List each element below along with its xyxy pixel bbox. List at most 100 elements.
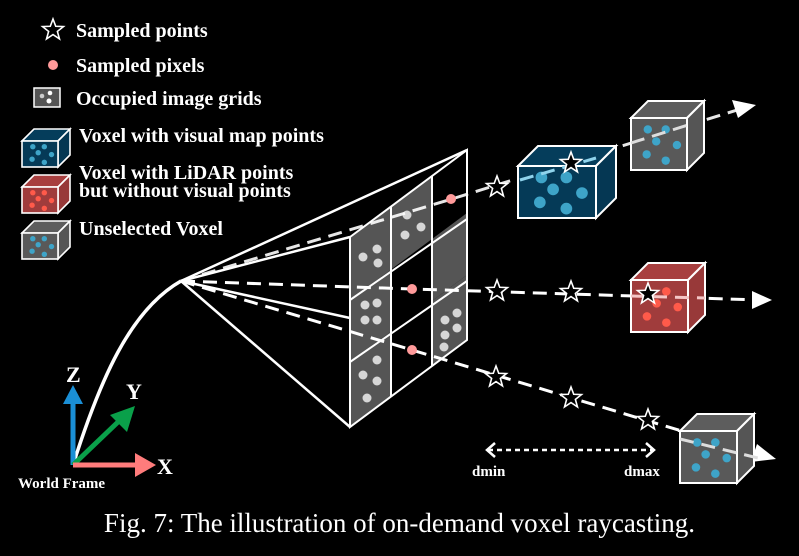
- grid-feature-point: [440, 315, 450, 325]
- grid-feature-point: [358, 370, 368, 380]
- voxel-point: [643, 125, 652, 134]
- sampled-point-star-icon: [484, 277, 510, 302]
- image-plane: [349, 148, 468, 429]
- z-axis-arrow-icon: [63, 385, 83, 404]
- voxel-point: [547, 183, 559, 196]
- camera-frustum: [180, 148, 468, 428]
- voxel-point: [691, 463, 701, 472]
- sampled-point-star-icon: [558, 149, 584, 174]
- legend-item-sampled-pixels: Sampled pixels: [48, 55, 205, 77]
- sampled-point-star-icon: [484, 173, 510, 198]
- voxel-point: [41, 205, 48, 212]
- camera-trajectory: [71, 279, 182, 466]
- voxel-point: [48, 197, 55, 204]
- grid-feature-point: [440, 330, 450, 340]
- sampled-point-star-icon: [483, 363, 509, 388]
- gray-voxel-icon: [20, 219, 72, 261]
- sampled-point-star-icon: [558, 384, 584, 409]
- voxel-point: [30, 190, 36, 196]
- grid-feature-point: [360, 315, 370, 325]
- voxel-point: [30, 144, 36, 150]
- voxel-point: [29, 202, 35, 208]
- grid-feature-point: [416, 222, 426, 232]
- voxel-point: [722, 453, 732, 463]
- legend-label: Occupied image grids: [76, 88, 262, 110]
- range-indicator: dmin dmax: [472, 442, 660, 480]
- voxel-point: [41, 144, 48, 150]
- blue-voxel-icon: [20, 127, 72, 169]
- sampled-points: [483, 149, 661, 431]
- occupied-image-grid: [432, 275, 467, 367]
- world-frame: Z Y X World Frame: [18, 362, 173, 492]
- legend: Sampled points Sampled pixels Occupied i…: [20, 16, 324, 261]
- occupied-image-grid: [432, 213, 467, 302]
- grid-feature-point: [372, 315, 382, 325]
- legend-item-sampled-points: Sampled points: [40, 16, 208, 42]
- voxel-point: [35, 196, 41, 202]
- legend-label: Voxel with visual map points: [79, 125, 324, 147]
- gray-voxel-bottom: [677, 411, 757, 486]
- voxel-point: [29, 248, 35, 254]
- legend-label: Voxel with LiDAR points: [79, 162, 294, 184]
- gray-voxel-top: [628, 98, 707, 173]
- y-axis-arrow-icon: [110, 406, 135, 432]
- legend-label: Sampled pixels: [76, 55, 205, 77]
- voxel-point: [711, 438, 720, 447]
- y-axis-label: Y: [126, 379, 142, 404]
- voxel-point: [662, 287, 671, 296]
- pink-dot-icon: [48, 60, 58, 70]
- star-outline-icon: [40, 16, 66, 41]
- voxel-point: [30, 236, 36, 242]
- red-voxel-icon: [20, 173, 72, 215]
- voxel-point: [661, 156, 670, 165]
- blue-voxel: [515, 143, 619, 221]
- voxel-point: [576, 187, 588, 199]
- dmin-label: dmin: [472, 464, 506, 480]
- voxel-point: [41, 159, 48, 166]
- voxel-point: [662, 318, 671, 327]
- voxel-point: [29, 156, 35, 162]
- sampled-point-star-icon: [558, 278, 584, 303]
- voxel-point: [35, 150, 41, 156]
- legend-item-blue-voxel: Voxel with visual map points: [20, 125, 324, 169]
- voxel-point: [560, 202, 573, 215]
- grid-feature-point: [372, 298, 382, 308]
- grid-feature-point: [400, 230, 410, 240]
- x-axis-arrow-icon: [135, 453, 156, 477]
- voxel-point: [701, 450, 710, 459]
- grid-feature-point: [372, 244, 382, 254]
- legend-label: Sampled points: [76, 20, 208, 42]
- image-grid-icon: [33, 87, 61, 108]
- voxel-point: [642, 312, 652, 321]
- sampled-pixels: [407, 194, 456, 355]
- voxel-point: [35, 242, 41, 248]
- grid-feature-point: [452, 323, 462, 333]
- grid-feature-point: [360, 300, 370, 310]
- grid-feature-point: [362, 393, 372, 403]
- legend-label-line2: but without visual points: [79, 180, 291, 202]
- grid-feature-point: [373, 258, 383, 268]
- voxel-point: [41, 251, 48, 258]
- x-axis-label: X: [157, 454, 173, 479]
- ray-arrowheads: [732, 100, 776, 462]
- grid-feature-point: [452, 308, 462, 318]
- world-frame-label: World Frame: [18, 476, 105, 492]
- voxel-point: [560, 171, 573, 184]
- sampled-point-star-icon: [635, 280, 661, 305]
- voxel-point: [711, 469, 720, 478]
- grid-feature-point: [439, 342, 449, 352]
- figure-caption: Fig. 7: The illustration of on-demand vo…: [103, 508, 696, 538]
- sampled-point-star-icon: [635, 406, 661, 431]
- grid-feature-point: [372, 355, 382, 365]
- legend-item-gray-voxel: Unselected Voxel: [20, 218, 223, 261]
- red-voxel: [628, 260, 708, 335]
- legend-label: Unselected Voxel: [79, 218, 223, 240]
- voxel-point: [41, 190, 48, 196]
- voxel-point: [673, 302, 683, 312]
- legend-item-image-grids: Occupied image grids: [33, 87, 262, 110]
- dmax-label: dmax: [624, 464, 660, 480]
- grid-feature-point: [372, 376, 382, 386]
- voxel-point: [652, 137, 661, 146]
- voxel-point: [642, 150, 651, 159]
